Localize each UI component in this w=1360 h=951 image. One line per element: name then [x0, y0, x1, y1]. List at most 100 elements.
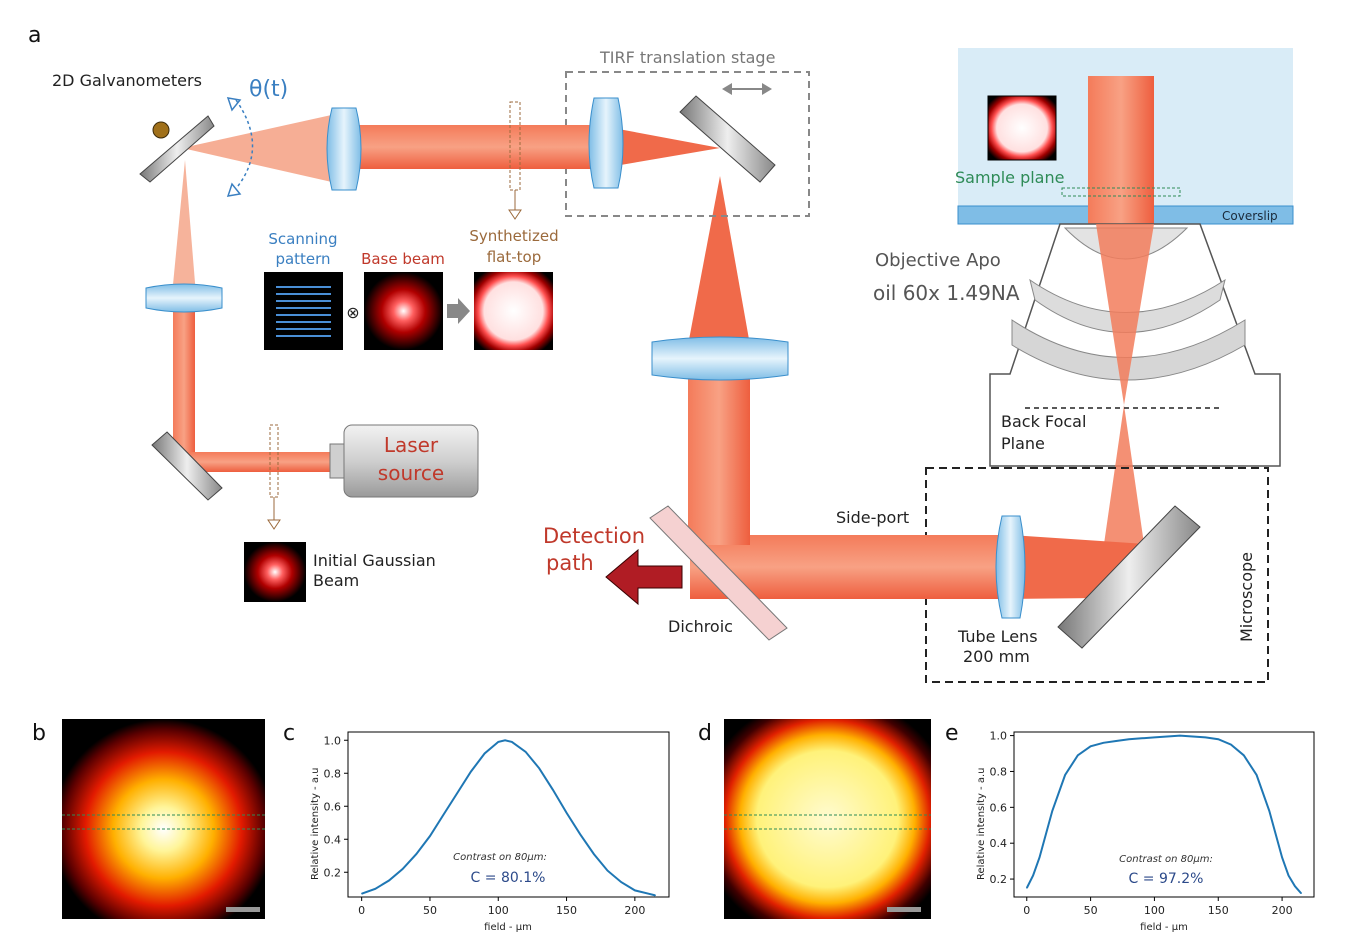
- dichroic-mirror: [649, 505, 788, 641]
- chart-c-data-point: [443, 813, 445, 816]
- chart-e-ytick-label: 0.4: [990, 837, 1008, 850]
- initial-beam-label-1: Initial Gaussian: [313, 551, 436, 570]
- chart-e-data-point: [1153, 736, 1155, 739]
- tube-lens: [995, 515, 1026, 619]
- chart-c-data-point: [361, 893, 363, 895]
- galvo-label: 2D Galvanometers: [52, 71, 202, 90]
- laser-beam: [180, 452, 335, 472]
- theta-label: θ(t): [249, 77, 288, 102]
- chart-c-data-point: [538, 767, 540, 769]
- chart-c-ylabel: Relative intensity - a.u: [310, 768, 321, 880]
- side-port-label: Side-port: [836, 508, 909, 527]
- main-beam: [345, 125, 597, 169]
- galvo-mirror: [139, 115, 215, 183]
- chart-c-data-point: [620, 881, 622, 883]
- input-vertical-beam: [173, 295, 195, 463]
- laser-label-2: source: [378, 461, 444, 485]
- chart-c-annotation: Contrast on 80μm:: [453, 852, 547, 863]
- scanning-pattern-image: [264, 272, 343, 350]
- chart-e-contrast: C = 97.2%: [1129, 871, 1204, 887]
- chart-c-data-point: [552, 789, 554, 791]
- laser-label-1: Laser: [384, 433, 439, 457]
- result-arrow-icon: [447, 298, 470, 324]
- chart-c-data-point: [415, 853, 417, 855]
- chart-e-xlabel: field - μm: [1140, 922, 1188, 933]
- chart-e-ytick-label: 0.2: [990, 873, 1008, 886]
- chart-e-data-point: [1179, 735, 1181, 737]
- chart-e-ytick-label: 0.8: [990, 765, 1008, 778]
- chart-e-frame: [1013, 731, 1315, 898]
- chart-c-ytick-label: 0.6: [324, 800, 342, 813]
- scan-lens: [326, 107, 362, 191]
- chart-c-ytick-label: 1.0: [324, 734, 342, 747]
- coverslip-label: Coverslip: [1222, 209, 1278, 223]
- detection-arrow: [605, 548, 683, 606]
- objective-label-1: Objective Apo: [875, 250, 1001, 271]
- galvo-input-cone: [172, 160, 196, 295]
- detection-label-1: Detection: [543, 524, 645, 548]
- chart-e-xtick-label: 150: [1208, 904, 1229, 917]
- objective-beam-cone: [1096, 224, 1154, 405]
- scalebar-b: [226, 907, 260, 912]
- chart-c-ytick-label: 0.4: [324, 833, 342, 846]
- chart-e-xtick-label: 100: [1144, 904, 1165, 917]
- microscope-mirror: [1057, 505, 1201, 649]
- chart-e-data-point: [1268, 810, 1270, 812]
- chart-e-data-point: [1217, 738, 1219, 740]
- chart-c-data-point: [511, 741, 513, 743]
- base-beam-label: Base beam: [361, 250, 445, 268]
- chart-e-data-point: [1064, 774, 1066, 776]
- chart-e-data-point: [1287, 874, 1290, 877]
- chart-c-data-point: [654, 894, 656, 897]
- chart-c-data-point: [497, 741, 499, 743]
- gaussian-image-b: [62, 719, 265, 919]
- chart-e-ylabel: Relative intensity - a.u: [976, 768, 987, 880]
- chart-c-xtick-label: 150: [556, 904, 577, 917]
- chart-e-data-point: [1090, 745, 1092, 747]
- bfp-beam-cone: [1104, 405, 1144, 544]
- scanning-label-2: pattern: [275, 250, 330, 268]
- chart-c-contrast: C = 80.1%: [471, 870, 546, 886]
- theta-arrow-bottom-icon: [226, 182, 242, 197]
- tirf-lens-beam: [597, 125, 720, 169]
- convolution-symbol: ⊗: [346, 303, 359, 322]
- chart-e-xtick-label: 0: [1023, 904, 1030, 917]
- panel-label-e: e: [945, 721, 959, 746]
- chart-c-data-point: [606, 870, 609, 872]
- chart-c-data-point: [470, 771, 472, 773]
- laser-source: [343, 424, 479, 498]
- input-lens: [145, 283, 223, 313]
- tirf-stage-label: TIRF translation stage: [599, 48, 775, 67]
- chart-e-data-point: [1102, 742, 1104, 744]
- tirf-focus-cone: [688, 176, 750, 345]
- objective-lens-2: [1029, 278, 1226, 333]
- chart-c-data-point: [374, 888, 376, 890]
- sample-plane-label: Sample plane: [955, 168, 1064, 187]
- theta-arrow-top-icon: [226, 97, 242, 112]
- theta-arc: [235, 99, 254, 187]
- chart-c-data-point: [634, 889, 636, 892]
- chart-c-data-point: [566, 812, 568, 814]
- chart-c-data-point: [456, 792, 458, 794]
- sample-beam: [1088, 76, 1154, 224]
- base-beam-image: [364, 272, 443, 350]
- chart-e-data-point: [1141, 737, 1143, 739]
- scalebar-d: [887, 907, 921, 912]
- chart-c-data-point: [388, 879, 390, 882]
- scan-lines: [276, 286, 331, 337]
- synthesized-label-1: Synthetized: [469, 227, 558, 245]
- chart-e-data-point: [1115, 740, 1117, 742]
- chart-c-ytick-label: 0.2: [324, 866, 342, 879]
- chart-c-xlabel: field - μm: [484, 922, 532, 933]
- chart-e-data-point: [1166, 735, 1168, 738]
- chart-e-data-point: [1243, 754, 1245, 756]
- chart-c-data-point: [579, 833, 581, 835]
- panel-label-a: a: [28, 23, 41, 48]
- initial-gaussian-image: [244, 542, 306, 602]
- chart-c-xtick-label: 50: [423, 904, 437, 917]
- chart-e-ytick-label: 1.0: [990, 730, 1008, 743]
- synthesized-flattop-image: [474, 272, 553, 350]
- flattop-pointer-icon: [508, 209, 522, 220]
- chart-c-data-point: [593, 853, 595, 855]
